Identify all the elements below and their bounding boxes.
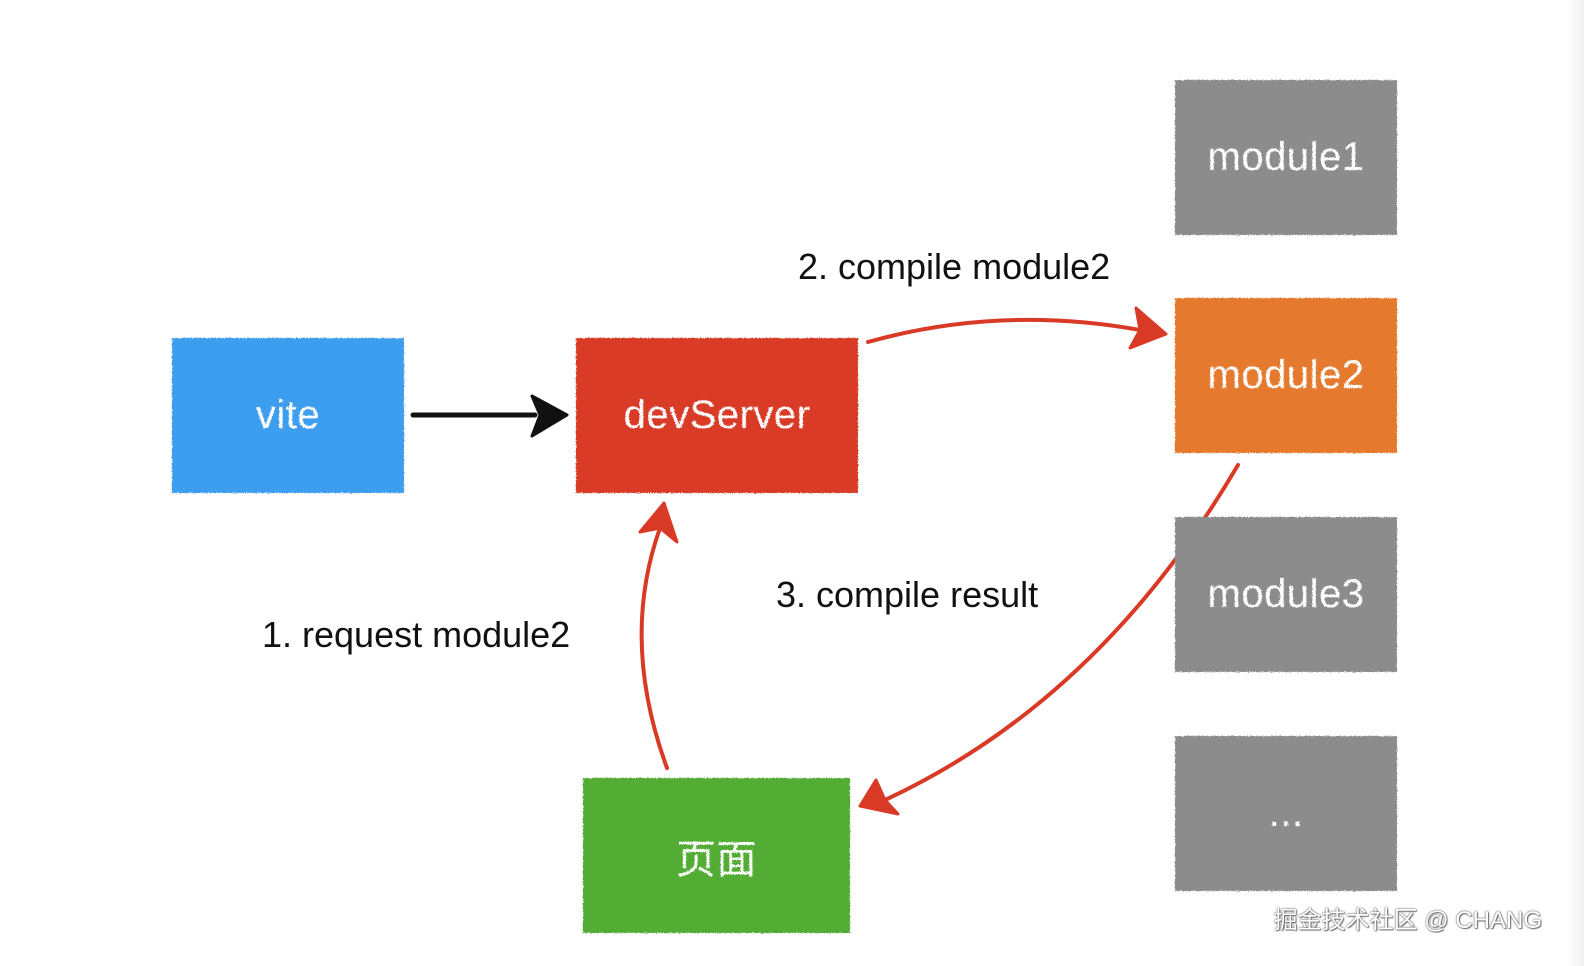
- vite-node-label: vite: [255, 393, 321, 437]
- vite-node: vite: [172, 338, 404, 493]
- more-modules-node-label: ...: [1268, 791, 1304, 835]
- module3-node-label: module3: [1207, 572, 1365, 616]
- page-edge-shadow: [1566, 0, 1584, 966]
- module1-node: module1: [1175, 80, 1397, 235]
- watermark: 掘金技术社区 @ CHANG: [1273, 907, 1542, 934]
- step1-label: 1. request module2: [262, 614, 571, 655]
- arrow-devserver-to-module2: [866, 306, 1168, 350]
- devserver-node: devServer: [576, 338, 858, 493]
- page-node-label: 页面: [676, 837, 757, 882]
- page-node: 页面: [583, 778, 850, 933]
- module1-node-label: module1: [1207, 135, 1365, 179]
- module2-node-label: module2: [1207, 353, 1365, 397]
- step2-label: 2. compile module2: [798, 246, 1111, 287]
- devserver-node-label: devServer: [623, 393, 811, 437]
- module3-node: module3: [1175, 517, 1397, 672]
- arrow-page-to-devserver: [638, 501, 679, 770]
- arrow-vite-to-devserver: [410, 394, 569, 438]
- more-modules-node: ...: [1175, 736, 1397, 891]
- step3-label: 3. compile result: [776, 574, 1039, 615]
- module2-node: module2: [1175, 298, 1397, 453]
